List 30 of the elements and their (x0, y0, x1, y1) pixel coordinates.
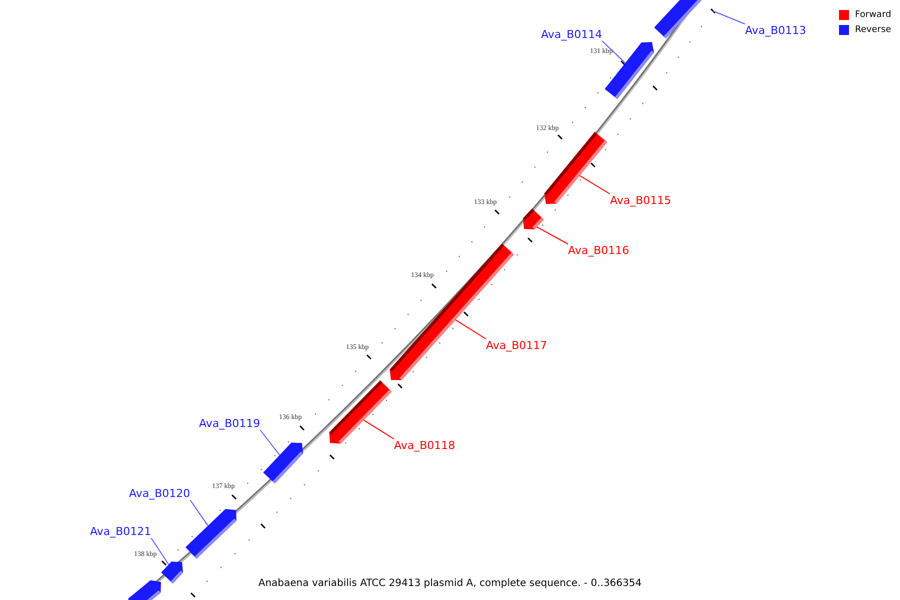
gene-block (263, 442, 304, 484)
gene-label: Ava_B0114 (541, 28, 602, 41)
gene-block (128, 580, 161, 600)
gene-label: Ava_B0115 (610, 194, 672, 207)
gene-label: Ava_B0113 (745, 24, 806, 37)
leader-line (536, 226, 568, 244)
gene-block (604, 42, 654, 99)
leader-line (363, 420, 394, 440)
leader-line (190, 500, 208, 526)
gene-block (654, 0, 702, 38)
gene-label: Ava_B0121 (90, 525, 152, 538)
caption: Anabaena variabilis ATCC 29413 plasmid A, complete sequence. - 0..366354 (257, 578, 643, 589)
leader-line (712, 10, 746, 24)
gene-block (185, 509, 236, 559)
gene-block (544, 132, 608, 204)
leader-line (260, 430, 280, 456)
legend-label: Forward (855, 10, 892, 21)
leader-line (150, 538, 170, 566)
legend-label: Reverse (855, 25, 892, 36)
leader-line (579, 175, 610, 194)
gene-label: Ava_B0119 (199, 417, 260, 430)
gene-label: Ava_B0117 (486, 339, 548, 352)
gene-block (522, 208, 544, 230)
gene-block (329, 380, 392, 444)
leader-line (454, 319, 486, 340)
gene-label: Ava_B0116 (568, 244, 630, 257)
gene-label: Ava_B0118 (394, 439, 456, 452)
gene-block (161, 562, 184, 584)
gene-label: Ava_B0120 (129, 487, 190, 500)
leader-line (602, 40, 626, 64)
